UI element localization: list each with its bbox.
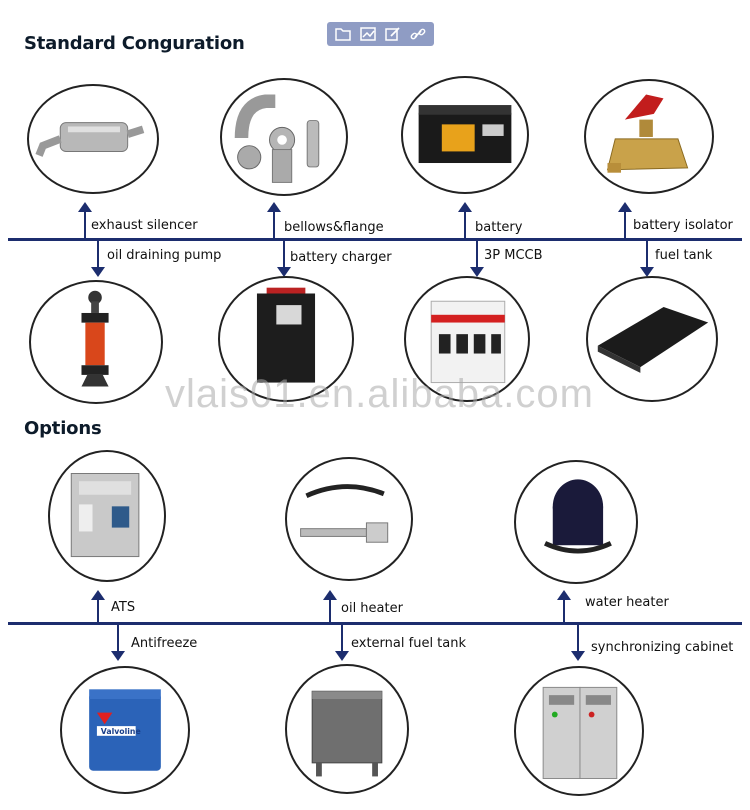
exhaust-silencer-label: exhaust silencer [91, 218, 198, 233]
oil-draining-pump-arrow [91, 241, 105, 277]
synchronizing-cabinet-label: synchronizing cabinet [591, 640, 734, 655]
oil-draining-pump-label: oil draining pump [107, 248, 222, 263]
battery-charger-arrow [277, 241, 291, 277]
mccb-arrow [470, 241, 484, 277]
ats-label: ATS [111, 600, 136, 615]
chart-icon[interactable] [358, 24, 378, 44]
battery-isolator-image [584, 79, 714, 194]
synchronizing-cabinet-image [514, 666, 644, 796]
external-fuel-tank-image [285, 664, 409, 794]
standard-configuration-title: Standard Conguration [24, 33, 245, 54]
battery-charger-image [218, 276, 354, 402]
synchronizing-cabinet-arrow [571, 625, 585, 661]
oil-heater-image [285, 457, 413, 581]
link-icon[interactable] [408, 24, 428, 44]
mccb-label: 3P MCCB [484, 248, 543, 263]
watermark: vlais01.en.alibaba.com [165, 372, 594, 416]
oil-heater-arrow [323, 590, 337, 622]
exhaust-silencer-image [27, 84, 159, 194]
bellows-flange-label: bellows&flange [284, 220, 384, 235]
antifreeze-brand-text: Valvoline [101, 727, 141, 736]
oil-heater-label: oil heater [341, 601, 403, 616]
options-divider-line [8, 622, 742, 625]
folder-icon[interactable] [333, 24, 353, 44]
ats-arrow [91, 590, 105, 622]
exhaust-silencer-arrow [78, 202, 92, 238]
standard-divider-line [8, 238, 742, 241]
water-heater-arrow [557, 590, 571, 622]
external-fuel-tank-label: external fuel tank [351, 636, 467, 651]
bellows-flange-arrow [267, 202, 281, 238]
battery-isolator-label: battery isolator [633, 218, 733, 233]
battery-image [401, 76, 529, 194]
battery-label: battery [475, 220, 523, 235]
mccb-image [404, 276, 530, 402]
water-heater-label: water heater [585, 595, 669, 610]
antifreeze-label: Antifreeze [131, 636, 198, 651]
fuel-tank-arrow [640, 241, 654, 277]
edit-icon[interactable] [383, 24, 403, 44]
battery-arrow [458, 202, 472, 238]
ats-image [48, 450, 166, 582]
bellows-flange-image [220, 78, 348, 196]
oil-draining-pump-image [29, 280, 163, 404]
water-heater-image [514, 460, 638, 584]
external-fuel-tank-arrow [335, 625, 349, 661]
antifreeze-arrow [111, 625, 125, 661]
battery-charger-label: battery charger [290, 250, 392, 265]
fuel-tank-label: fuel tank [655, 248, 713, 263]
antifreeze-image: Valvoline [60, 666, 190, 794]
fuel-tank-image [586, 276, 718, 402]
image-toolbar [327, 22, 434, 46]
battery-isolator-arrow [618, 202, 632, 238]
options-title: Options [24, 418, 102, 439]
